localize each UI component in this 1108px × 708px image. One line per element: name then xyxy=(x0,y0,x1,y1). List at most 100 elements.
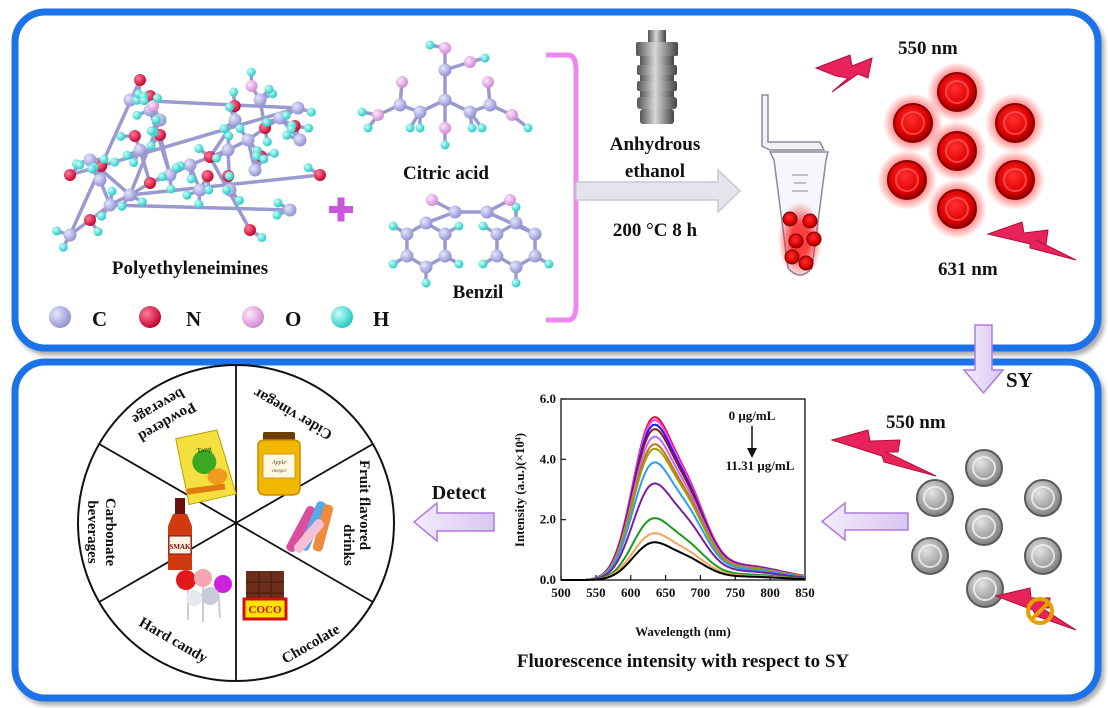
tube-dot xyxy=(784,249,800,265)
atom xyxy=(257,232,267,242)
atom xyxy=(182,190,192,200)
atom xyxy=(194,144,204,154)
red-dot-ring xyxy=(895,168,919,192)
atom xyxy=(134,74,146,86)
atom xyxy=(463,105,477,119)
chocolate-bar-icon: COCO xyxy=(242,571,288,621)
atom xyxy=(269,148,279,158)
wheel-divider xyxy=(235,443,374,524)
atom xyxy=(166,184,176,194)
atom xyxy=(147,100,160,112)
x-tick-label: 500 xyxy=(551,585,571,600)
atom xyxy=(97,211,107,221)
hard-candy-icon xyxy=(176,569,232,622)
bottom-excitation-label: 550 nm xyxy=(886,412,946,433)
atom xyxy=(103,198,117,212)
y-tick-label: 6.0 xyxy=(540,391,556,406)
citric-acid-molecule xyxy=(357,40,533,150)
annotation-top: 0 μg/mL xyxy=(729,408,776,423)
polyethyleneimine-molecule xyxy=(52,67,326,252)
atom xyxy=(454,221,464,231)
red-dot-ring xyxy=(945,139,969,163)
solvent-label-line2: ethanol xyxy=(625,161,685,182)
atom xyxy=(158,172,168,182)
atom xyxy=(421,278,431,288)
atom xyxy=(151,115,161,125)
atom xyxy=(63,228,77,242)
wheel-divider xyxy=(235,522,374,603)
analyte-label: SY xyxy=(1006,368,1033,392)
chart-lines xyxy=(561,416,806,581)
citric-acid-label: Citric acid xyxy=(403,163,489,184)
atom xyxy=(291,101,305,115)
atom xyxy=(123,188,137,202)
top-emission-label: 631 nm xyxy=(938,259,998,280)
atom xyxy=(490,227,504,241)
atom xyxy=(482,76,494,88)
atom xyxy=(282,130,292,140)
segment-label-carbonate-beverages: Carbonatebeverages xyxy=(84,498,118,567)
red-dot xyxy=(995,103,1035,143)
atom xyxy=(388,259,398,269)
atom xyxy=(123,93,137,107)
atom xyxy=(212,153,222,163)
hydrogen-atom-icon xyxy=(331,306,353,328)
atom xyxy=(419,216,433,230)
grey-dot-ring xyxy=(972,515,996,539)
atom xyxy=(478,221,488,231)
atom xyxy=(393,98,407,112)
chart-xlabel: Wavelength (nm) xyxy=(635,624,731,639)
x-tick-label: 600 xyxy=(621,585,641,600)
atom xyxy=(129,157,139,167)
annotation-arrowhead-icon xyxy=(747,448,757,458)
down-arrow xyxy=(962,324,1005,395)
solvent-label-line1: Anhydrous xyxy=(610,134,700,155)
atom xyxy=(171,163,181,173)
tube-dot xyxy=(798,255,814,271)
red-emissive-carbon-dots xyxy=(877,62,1045,239)
atom xyxy=(504,194,516,206)
grey-dot xyxy=(911,537,949,575)
atom xyxy=(372,109,384,121)
atom xyxy=(262,137,272,147)
bottom-lightning-icon xyxy=(830,429,937,477)
atom xyxy=(201,170,214,182)
grey-dot-ring xyxy=(918,544,942,568)
red-dot xyxy=(995,160,1035,200)
atom xyxy=(306,107,316,117)
x-tick-label: 650 xyxy=(656,585,676,600)
red-dot-ring xyxy=(945,80,969,104)
atom xyxy=(440,140,450,150)
atom xyxy=(194,199,204,209)
grey-dot-ring xyxy=(923,486,947,510)
atom xyxy=(146,141,156,151)
atom xyxy=(87,164,97,174)
atom xyxy=(152,93,162,103)
atom xyxy=(303,163,313,173)
emission-lightning-icon xyxy=(986,221,1077,261)
atom xyxy=(246,67,256,77)
atom xyxy=(523,123,533,133)
atom xyxy=(259,154,269,164)
condition-label: 200 °C 8 h xyxy=(613,220,698,241)
atom xyxy=(58,242,68,252)
grey-dot xyxy=(1024,537,1062,575)
atom xyxy=(511,202,521,212)
wheel-divider xyxy=(98,522,237,603)
legend-nitrogen-label: N xyxy=(186,307,201,331)
atom xyxy=(490,249,504,263)
detect-arrow xyxy=(412,501,495,543)
atom xyxy=(511,278,521,288)
tube-dot xyxy=(788,233,804,249)
atom xyxy=(314,169,326,181)
svg-text:SMAK: SMAK xyxy=(170,543,192,551)
atom xyxy=(439,122,451,134)
atom xyxy=(132,110,142,120)
atom xyxy=(509,260,523,274)
grey-dot xyxy=(1024,479,1062,517)
atom xyxy=(483,98,497,112)
atom xyxy=(224,171,234,181)
atom xyxy=(273,198,283,208)
red-dot xyxy=(937,189,977,229)
